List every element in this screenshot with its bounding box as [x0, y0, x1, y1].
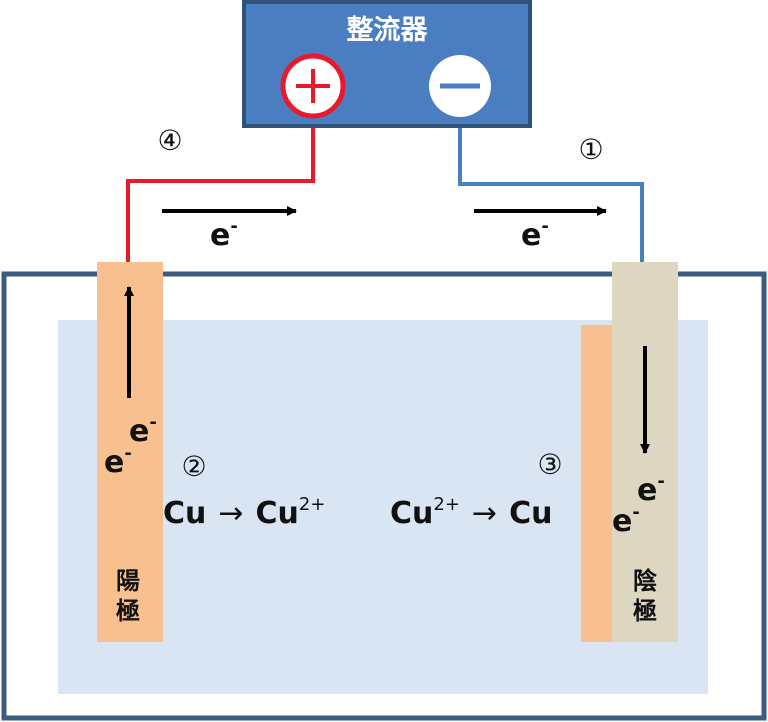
- anode-label-line2: 極: [116, 597, 140, 625]
- cathode-copper-deposit: [581, 325, 615, 642]
- negative-wire: [458, 118, 644, 264]
- anode-label-line1: 陽: [116, 567, 140, 595]
- cathode-label-line1: 陰: [633, 567, 658, 595]
- anode-electron-a: e-: [129, 412, 157, 449]
- step-3-marker: ③: [537, 448, 562, 481]
- cathode-reaction: Cu2+→Cu: [390, 494, 552, 531]
- step-1-marker: ①: [578, 133, 603, 166]
- step-2-marker: ②: [181, 450, 206, 483]
- rectifier-title: 整流器: [347, 15, 429, 46]
- anode-reaction: Cu→Cu2+: [163, 494, 325, 531]
- step-4-marker: ④: [157, 124, 182, 157]
- positive-wire: [126, 110, 315, 264]
- cathode-electron-b: e-: [612, 502, 640, 539]
- right-wire-electron-label: e-: [521, 216, 549, 253]
- anode-electron-b: e-: [104, 443, 132, 480]
- cathode-label-line2: 極: [633, 597, 657, 625]
- left-wire-electron-label: e-: [210, 216, 238, 253]
- cathode-electron-a: e-: [637, 471, 665, 508]
